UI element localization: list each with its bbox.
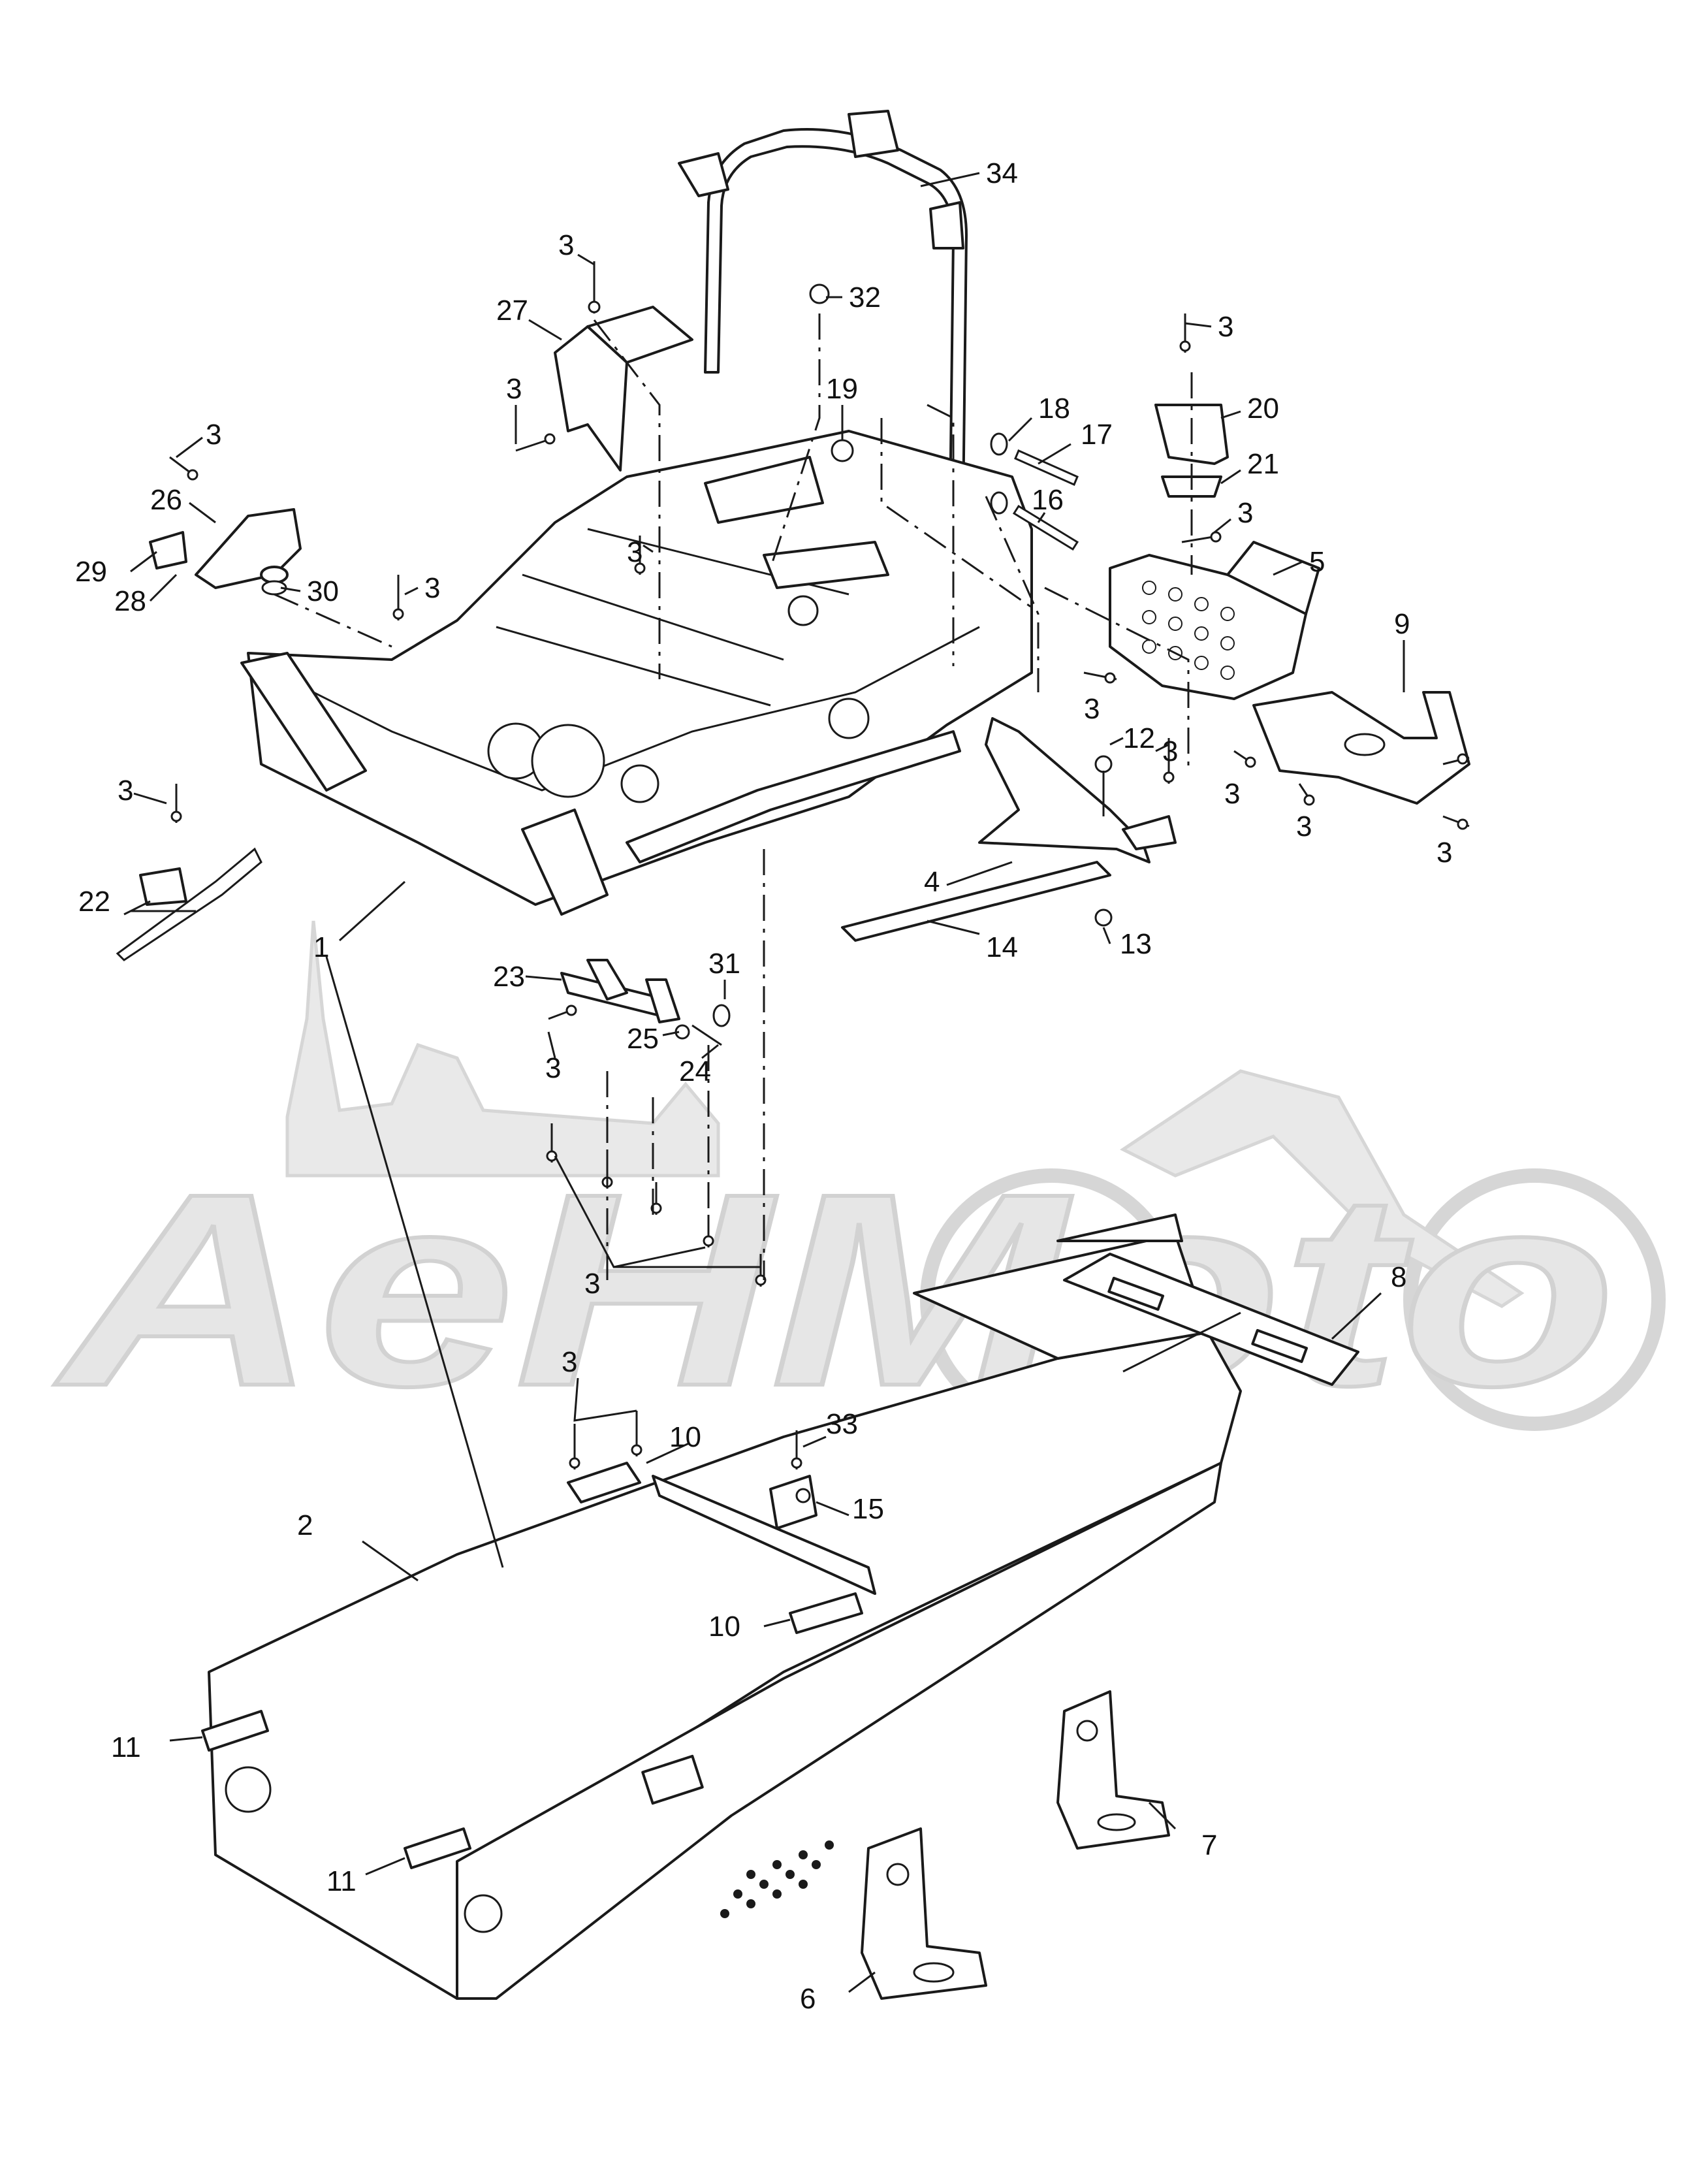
part-22-rod	[116, 847, 262, 961]
callout-8: 8	[1391, 1261, 1406, 1293]
callout-30: 30	[307, 575, 339, 607]
callout-16: 16	[1032, 484, 1064, 516]
callout-5: 5	[1309, 546, 1325, 578]
callout-26: 26	[150, 484, 182, 516]
callout-3: 3	[545, 1052, 561, 1084]
callout-7: 7	[1201, 1829, 1217, 1861]
callout-24: 24	[679, 1055, 711, 1087]
hardware	[261, 283, 1113, 1503]
callout-17: 17	[1081, 419, 1113, 451]
part-8-rear-plate	[1063, 1253, 1359, 1386]
callout-14: 14	[986, 931, 1018, 963]
part-11-rails	[201, 1710, 471, 1869]
rivets	[169, 261, 1470, 1469]
callouts: 34 3 32 27 3 19 18 17 16 3 20 21 3 5 9 3…	[75, 157, 1452, 2015]
callout-3: 3	[1162, 735, 1178, 767]
callout-19: 19	[826, 373, 858, 405]
callout-13: 13	[1120, 928, 1152, 960]
callout-3: 3	[1218, 311, 1233, 343]
part-5-perforated-guard	[1109, 541, 1320, 700]
part-1-upper-frame	[240, 430, 1033, 916]
callout-3: 3	[1224, 778, 1240, 810]
callout-27: 27	[496, 295, 528, 327]
part-34-handlebar-loop	[678, 110, 968, 511]
callout-23: 23	[493, 961, 525, 993]
callout-22: 22	[78, 886, 110, 918]
part-26-plate	[149, 508, 302, 589]
callout-3: 3	[424, 572, 440, 604]
callout-20: 20	[1247, 393, 1279, 425]
callout-4: 4	[924, 866, 940, 898]
part-4-side-support	[978, 717, 1177, 863]
callout-25: 25	[627, 1023, 659, 1055]
callout-3: 3	[562, 1346, 577, 1378]
part-2-tunnel	[208, 1213, 1242, 2000]
callout-3: 3	[558, 229, 574, 261]
callout-6: 6	[800, 1983, 816, 2015]
callout-3: 3	[118, 775, 133, 807]
callout-33: 33	[826, 1408, 858, 1440]
callout-15: 15	[852, 1493, 884, 1525]
part-10-pads	[567, 1462, 863, 1634]
callout-3: 3	[506, 373, 522, 405]
callout-2: 2	[297, 1509, 313, 1541]
alignment-lines	[274, 313, 1193, 1280]
watermark: AeHMoto	[49, 920, 1666, 1445]
callout-3: 3	[627, 536, 643, 568]
part-6-7-brackets	[861, 1690, 1170, 2000]
callout-10: 10	[669, 1421, 701, 1453]
callout-29: 29	[75, 556, 107, 588]
callout-3: 3	[1296, 811, 1312, 843]
callout-34: 34	[986, 157, 1018, 189]
callout-1: 1	[313, 931, 329, 963]
part-9-rear-bracket	[1252, 691, 1470, 805]
callout-3: 3	[584, 1268, 600, 1300]
watermark-text: AeHMoto	[51, 1137, 1616, 1443]
callout-31: 31	[708, 948, 740, 980]
callout-21: 21	[1247, 448, 1279, 480]
part-23-link	[560, 959, 680, 1023]
callout-12: 12	[1123, 722, 1155, 754]
callout-3: 3	[1237, 497, 1253, 529]
callout-28: 28	[114, 585, 146, 617]
part-14-bar	[841, 861, 1111, 942]
callout-10: 10	[708, 1611, 740, 1643]
callout-18: 18	[1038, 393, 1070, 425]
callout-11: 11	[326, 1865, 357, 1897]
callout-3: 3	[1436, 837, 1452, 869]
callout-11: 11	[111, 1731, 141, 1763]
callout-3: 3	[206, 419, 221, 451]
callout-9: 9	[1394, 608, 1410, 640]
part-27-bracket	[554, 306, 693, 472]
callout-32: 32	[849, 281, 881, 313]
callout-3: 3	[1084, 693, 1100, 725]
leader-lines	[123, 172, 1405, 1993]
